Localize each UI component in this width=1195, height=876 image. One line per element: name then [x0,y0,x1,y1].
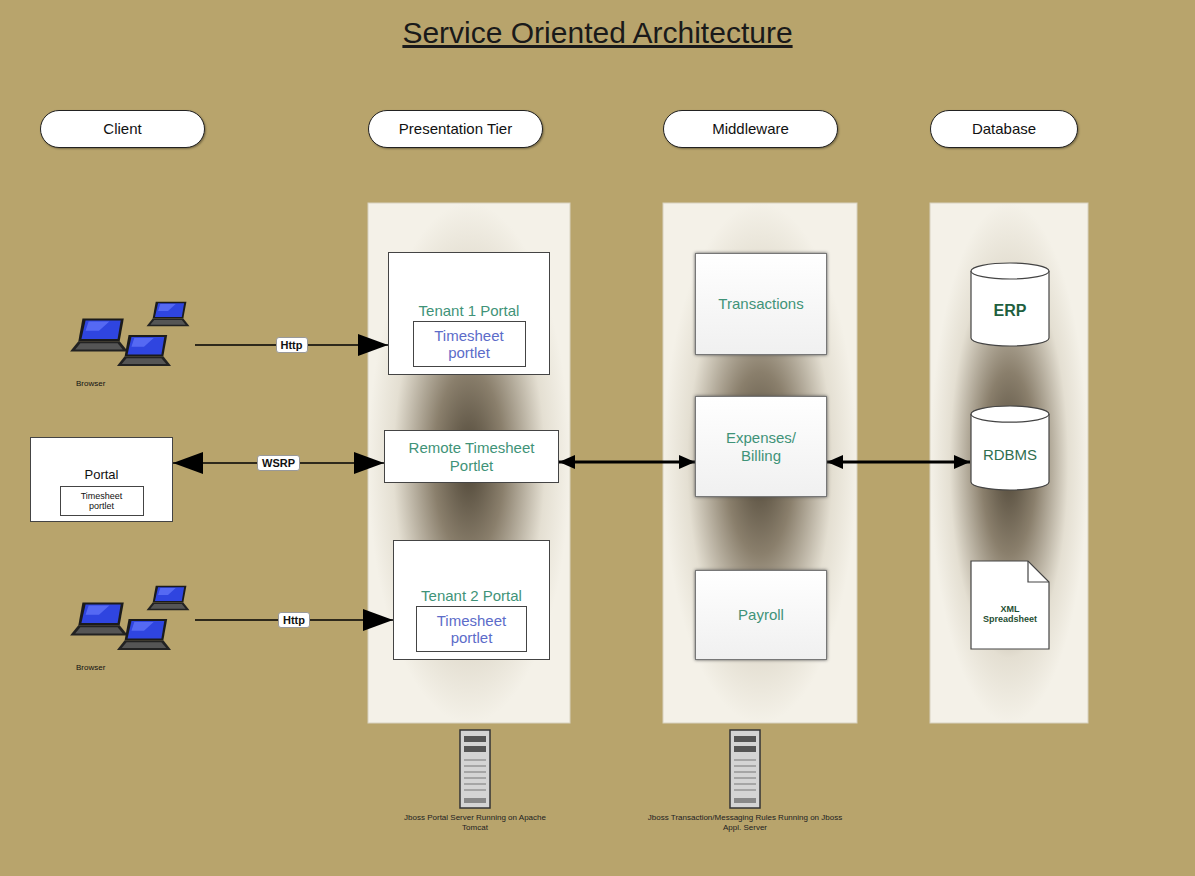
node-text: RDBMS [983,446,1037,463]
browser-client: Browser [62,298,195,390]
cylinder-body [971,414,1049,490]
document-fold [1028,561,1049,582]
node-text: Middleware [712,120,789,137]
node-text: Payroll [738,606,784,623]
server-caption: Jboss Portal Server Running on Apache To… [400,813,550,832]
node-text: Remote Timesheet Portlet [385,439,558,474]
portlet-box: Timesheet portlet [60,486,144,516]
node-text: Expenses/ Billing [719,429,804,464]
portlet-box: Timesheet portlet [416,606,527,652]
tier-header: Client [40,110,205,148]
portal-box: Tenant 1 PortalTimesheet portlet [388,252,550,375]
tier-header: Presentation Tier [368,110,543,148]
spreadsheet-node: XML Spreadsheet [970,560,1050,650]
connector-arrow [559,461,695,464]
node-text: Timesheet portlet [424,612,519,647]
node-text: Transactions [718,295,803,312]
cylinder-top [971,406,1049,422]
node-text: Timesheet portlet [76,491,128,512]
service-box: Expenses/ Billing [695,396,827,497]
database-node: ERP [970,262,1050,347]
cylinder-body [971,271,1049,346]
portal-box: PortalTimesheet portlet [30,437,173,522]
tier-header: Middleware [663,110,838,148]
edge-label: WSRP [257,455,300,471]
server-icon [460,730,490,808]
node-text: Browser [76,663,105,672]
laptop-icon [70,318,128,351]
browser-client: Browser [62,582,195,674]
server-caption: Jboss Transaction/Messaging Rules Runnin… [640,813,850,832]
tier-panel [368,203,570,723]
node-text: Presentation Tier [399,120,512,137]
node-text: XML Spreadsheet [979,604,1041,625]
node-text: Timesheet portlet [422,327,517,362]
diagram-title: Service Oriented Architecture [0,16,1195,50]
node-text: Tenant 1 Portal [419,302,520,319]
edge-label: Http [278,612,310,628]
laptop-icon [70,602,128,635]
laptop-icon [117,619,171,650]
portlet-box: Remote Timesheet Portlet [384,430,559,483]
laptop-icon [117,335,171,366]
edge-label: Http [276,337,308,353]
node-text: Portal [85,468,119,483]
database-node: RDBMS [970,405,1050,491]
laptop-icon [147,302,190,327]
document-body [971,561,1049,649]
server-icon [730,730,760,808]
service-box: Payroll [695,570,827,660]
node-text: Database [972,120,1036,137]
tier-header: Database [930,110,1078,148]
laptop-icon [147,586,190,611]
service-box: Transactions [695,253,827,355]
node-text: Client [103,120,141,137]
node-text: Tenant 2 Portal [421,587,522,604]
node-text: ERP [994,302,1027,320]
cylinder-top [971,263,1049,279]
portlet-box: Timesheet portlet [413,321,526,367]
node-text: Browser [76,379,105,388]
portal-box: Tenant 2 PortalTimesheet portlet [393,540,550,660]
connector-arrow [827,461,970,464]
